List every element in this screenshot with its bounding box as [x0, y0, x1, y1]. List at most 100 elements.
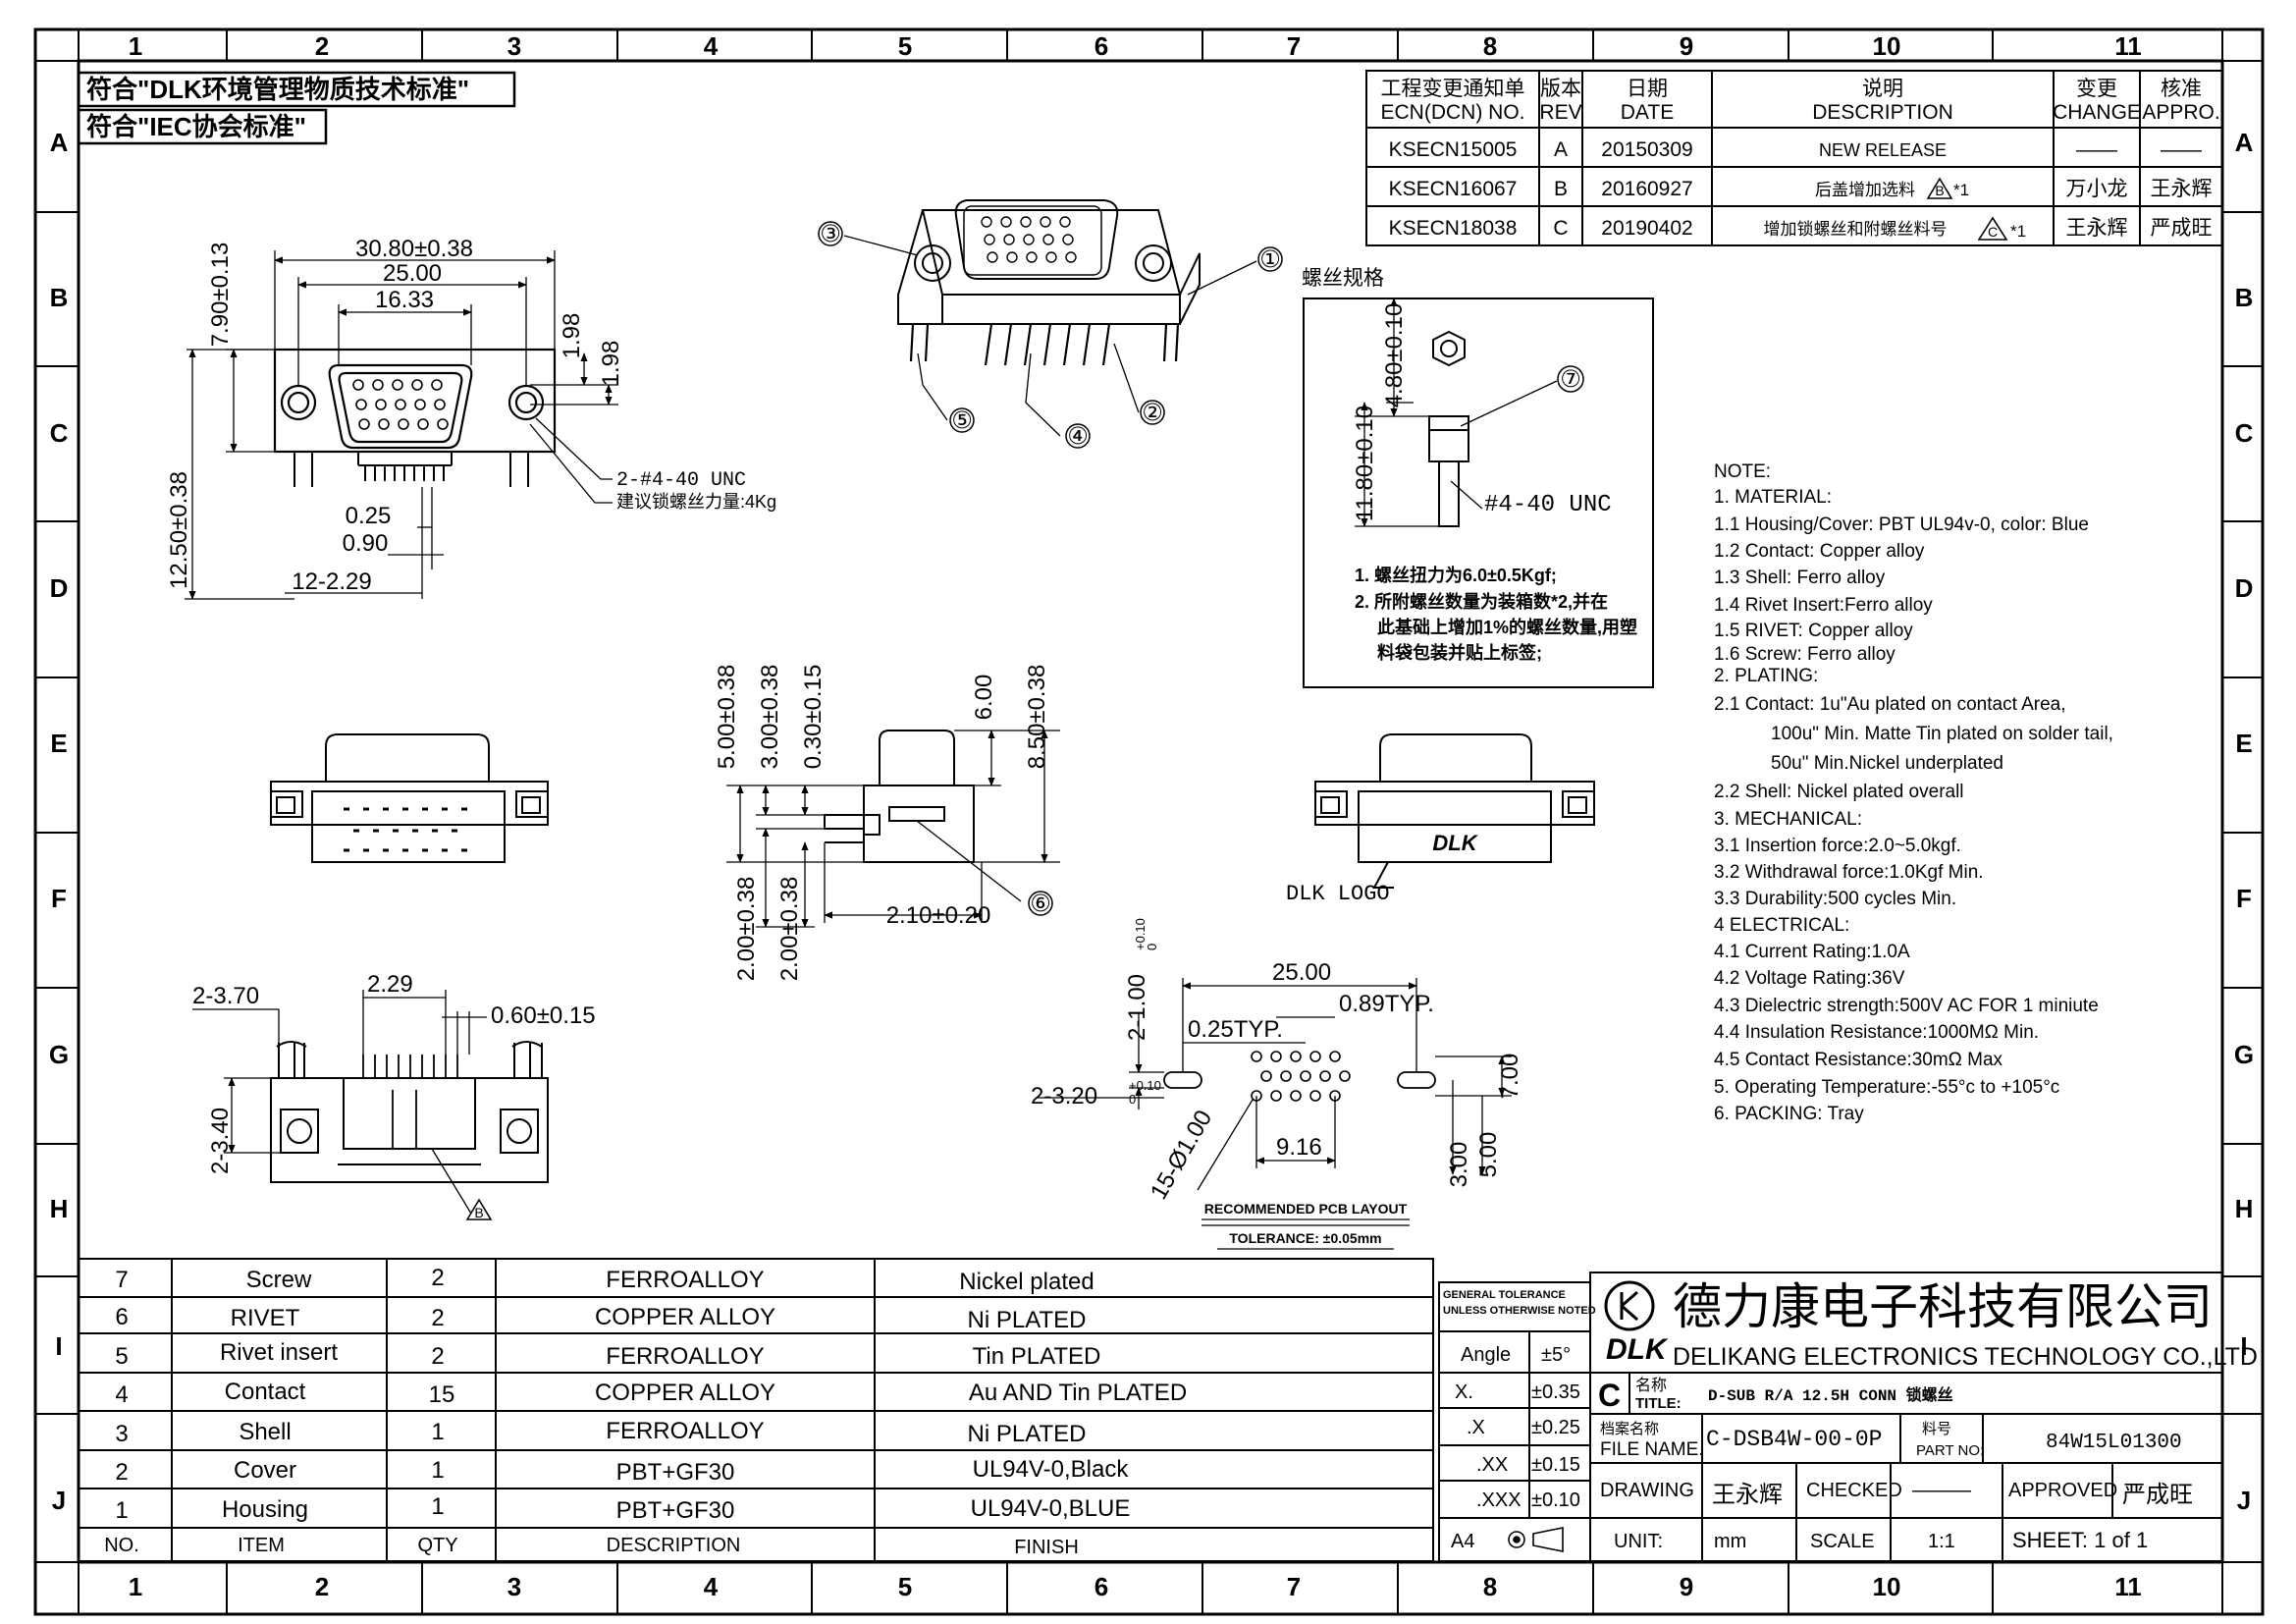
col-label: 10: [1873, 1572, 1901, 1601]
screw-thread: #4-40 UNC: [1484, 492, 1612, 518]
logo-label: DLK LOGO: [1286, 882, 1390, 906]
svg-text:TITLE:: TITLE:: [1635, 1395, 1682, 1412]
svg-text:料号: 料号: [1922, 1421, 1951, 1437]
col-label: 5: [898, 31, 912, 61]
svg-text:工程变更通知单: 工程变更通知单: [1381, 78, 1525, 100]
tolerance-block: GENERAL TOLERANCE UNLESS OTHERWISE NOTED…: [1438, 1281, 1596, 1562]
svg-text:±0.10: ±0.10: [1531, 1489, 1580, 1511]
svg-text:6: 6: [115, 1304, 128, 1330]
rev-triangle-icon: [1926, 177, 2008, 241]
svg-text:档案名称: 档案名称: [1600, 1420, 1659, 1437]
screw-note: 1. 螺丝扭力为6.0±0.5Kgf;: [1355, 565, 1557, 585]
col-label: 4: [704, 1572, 719, 1601]
projection-icon: [1508, 1527, 1564, 1552]
svg-text:.XX: .XX: [1476, 1454, 1508, 1476]
balloon-1: ①: [1259, 246, 1281, 273]
dim-text: 11.80±0.10: [1352, 406, 1378, 521]
row-label: J: [2237, 1486, 2251, 1515]
rev-desc: NEW RELEASE: [1819, 140, 1947, 160]
rev-approve: 王永辉: [2151, 178, 2213, 200]
rev-date: 20190402: [1601, 217, 1692, 240]
row-label: B: [50, 283, 69, 312]
sheet-info: SHEET: 1 of 1: [2012, 1528, 2148, 1552]
svg-text:1.4 Rivet Insert:Ferro alloy: 1.4 Rivet Insert:Ferro alloy: [1714, 595, 1933, 616]
side-view: ⑥ 5.00±0.38 3.00±0.38 0.30±0.15 6.00 8.5…: [714, 665, 1060, 982]
svg-text:100u" Min. Matte Tin plated on: 100u" Min. Matte Tin plated on solder ta…: [1771, 724, 2113, 744]
row-label: D: [50, 573, 69, 603]
rev-letter: C: [1553, 217, 1568, 240]
rev-note: *1: [2010, 222, 2026, 241]
svg-text:Shell: Shell: [239, 1419, 291, 1445]
company-name-cn: 德力康电子科技有限公司: [1673, 1279, 2213, 1334]
revision-table: 工程变更通知单 ECN(DCN) NO. 版本 REV 日期 DATE 说明 D…: [1365, 70, 2223, 246]
svg-text:Housing: Housing: [222, 1496, 308, 1523]
pcb-layout: 25.00 0.25TYP. 0.89TYP. 2-3.20 9.16 +0.1…: [1031, 918, 1523, 1250]
col-label: 2: [315, 1572, 329, 1601]
row-label: A: [50, 128, 69, 157]
rev-desc: 后盖增加选料: [1815, 181, 1915, 199]
svg-text:2.1 Contact: 1u"Au plated on: 2.1 Contact: 1u"Au plated on contact Are…: [1714, 694, 2066, 715]
rear-view: [270, 733, 549, 863]
balloon-3: ③: [820, 221, 841, 247]
dim-text: 3.00: [1446, 1142, 1472, 1188]
tol-title: UNLESS OTHERWISE NOTED: [1443, 1305, 1596, 1317]
balloon-2: ②: [1142, 400, 1163, 426]
svg-text:版本: 版本: [1540, 78, 1581, 100]
dim-text: 25.00: [1272, 959, 1331, 986]
dim-text: 2.00±0.38: [733, 877, 760, 982]
dim-text: 3.00±0.38: [757, 665, 783, 770]
row-label: G: [49, 1040, 69, 1069]
screw-note: 2. 所附螺丝数量为装箱数*2,并在: [1355, 591, 1608, 612]
dim-text: 0.30±0.15: [800, 665, 827, 770]
row-label: A: [2235, 128, 2254, 157]
rev-mark: B: [474, 1205, 483, 1220]
svg-text:日期: 日期: [1627, 78, 1668, 100]
balloon-6: ⑥: [1030, 891, 1051, 917]
svg-text:1.2 Contact: Copper alloy: 1.2 Contact: Copper alloy: [1714, 541, 1925, 562]
svg-text:Au AND Tin PLATED: Au AND Tin PLATED: [969, 1380, 1187, 1406]
front-view: 30.80±0.38 25.00 16.33 0.25 0.90 12-2.29…: [166, 236, 776, 600]
pcb-tolerance: TOLERANCE: ±0.05mm: [1229, 1230, 1381, 1246]
svg-text:COPPER ALLOY: COPPER ALLOY: [595, 1304, 775, 1330]
balloons: ③ ① ② ④ ⑤: [818, 221, 1283, 450]
bom-header: FINISH: [1014, 1537, 1079, 1558]
rev-date: 20160927: [1601, 178, 1692, 200]
svg-text:±0.15: ±0.15: [1531, 1454, 1580, 1476]
col-label: 4: [704, 31, 719, 61]
thread-callout: 2-#4-40 UNC: [616, 469, 746, 492]
svg-text:DRAWING: DRAWING: [1600, 1480, 1694, 1501]
rev-letter: B: [1554, 178, 1568, 200]
row-label: F: [51, 884, 67, 913]
svg-text:REV: REV: [1539, 101, 1581, 124]
screw-spec: 螺丝规格 ⑦ 4.80±0.10 11.80±0.10 #4-40 UNC 1.…: [1302, 267, 1654, 688]
svg-text:Ni PLATED: Ni PLATED: [968, 1421, 1087, 1447]
svg-text:5. Operating Temperature:-55°: 5. Operating Temperature:-55°c to +105°c: [1714, 1077, 2059, 1098]
svg-text:RIVET: RIVET: [231, 1305, 300, 1331]
dim-text: 0.25: [346, 503, 392, 529]
dim-text: 8.50±0.38: [1024, 665, 1050, 770]
row-label: C: [2235, 418, 2254, 448]
svg-text:Contact: Contact: [225, 1379, 306, 1405]
svg-text:1. MATERIAL:: 1. MATERIAL:: [1714, 487, 1832, 508]
svg-text:1.6 Screw: Ferro alloy: 1.6 Screw: Ferro alloy: [1714, 644, 1896, 665]
col-label: 1: [129, 1572, 142, 1601]
svg-text:PBT+GF30: PBT+GF30: [616, 1497, 735, 1524]
dim-tol: 0: [1145, 944, 1159, 950]
col-label: 3: [507, 1572, 521, 1601]
file-name: C-DSB4W-00-0P: [1706, 1427, 1882, 1452]
svg-text:15: 15: [429, 1381, 455, 1408]
svg-text:3: 3: [115, 1421, 128, 1447]
isometric-view: [843, 199, 1257, 437]
rev-ecn: KSECN16067: [1389, 178, 1518, 200]
dim-text: 0.60±0.15: [491, 1002, 596, 1029]
row-label: H: [50, 1194, 69, 1223]
svg-text:Screw: Screw: [246, 1267, 312, 1293]
rev-change: 王永辉: [2066, 217, 2128, 240]
dim-tol: +0.10: [1129, 1078, 1161, 1093]
bom-header: NO.: [104, 1535, 139, 1556]
part-number: 84W15L01300: [2046, 1432, 2182, 1454]
svg-text:3.2 Withdrawal force:1.0Kgf M: 3.2 Withdrawal force:1.0Kgf Min.: [1714, 862, 1984, 883]
